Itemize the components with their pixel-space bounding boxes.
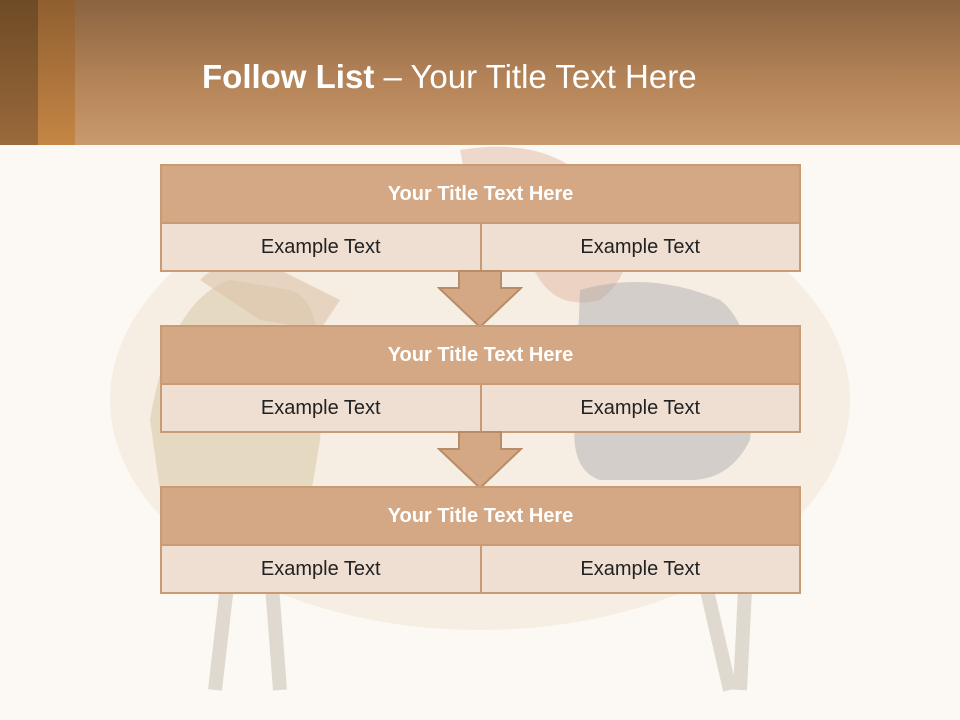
header-accent-stripe-dark (0, 0, 38, 145)
flow-step-2: Your Title Text Here Example Text Exampl… (160, 325, 801, 433)
down-arrow-icon (437, 270, 523, 328)
flow-step-1: Your Title Text Here Example Text Exampl… (160, 164, 801, 272)
flow-step-cell-left: Example Text (162, 385, 480, 431)
header-accent-stripe-light (38, 0, 75, 145)
flow-step-3: Your Title Text Here Example Text Exampl… (160, 486, 801, 594)
flow-step-row: Example Text Example Text (162, 546, 799, 592)
flow-step-cell-left: Example Text (162, 224, 480, 270)
down-arrow-icon (437, 431, 523, 489)
slide-title-rest: – Your Title Text Here (374, 58, 697, 95)
flow-step-cell-left: Example Text (162, 546, 480, 592)
flow-step-row: Example Text Example Text (162, 224, 799, 270)
slide-title-bold: Follow List (202, 58, 375, 95)
flow-step-row: Example Text Example Text (162, 385, 799, 431)
flow-step-title: Your Title Text Here (162, 327, 799, 385)
flow-step-cell-right: Example Text (479, 546, 799, 592)
slide-title: Follow List – Your Title Text Here (202, 52, 697, 102)
flow-step-cell-right: Example Text (479, 224, 799, 270)
flow-step-cell-right: Example Text (479, 385, 799, 431)
flow-step-title: Your Title Text Here (162, 166, 799, 224)
flow-step-title: Your Title Text Here (162, 488, 799, 546)
header-bar: Follow List – Your Title Text Here (0, 0, 960, 145)
